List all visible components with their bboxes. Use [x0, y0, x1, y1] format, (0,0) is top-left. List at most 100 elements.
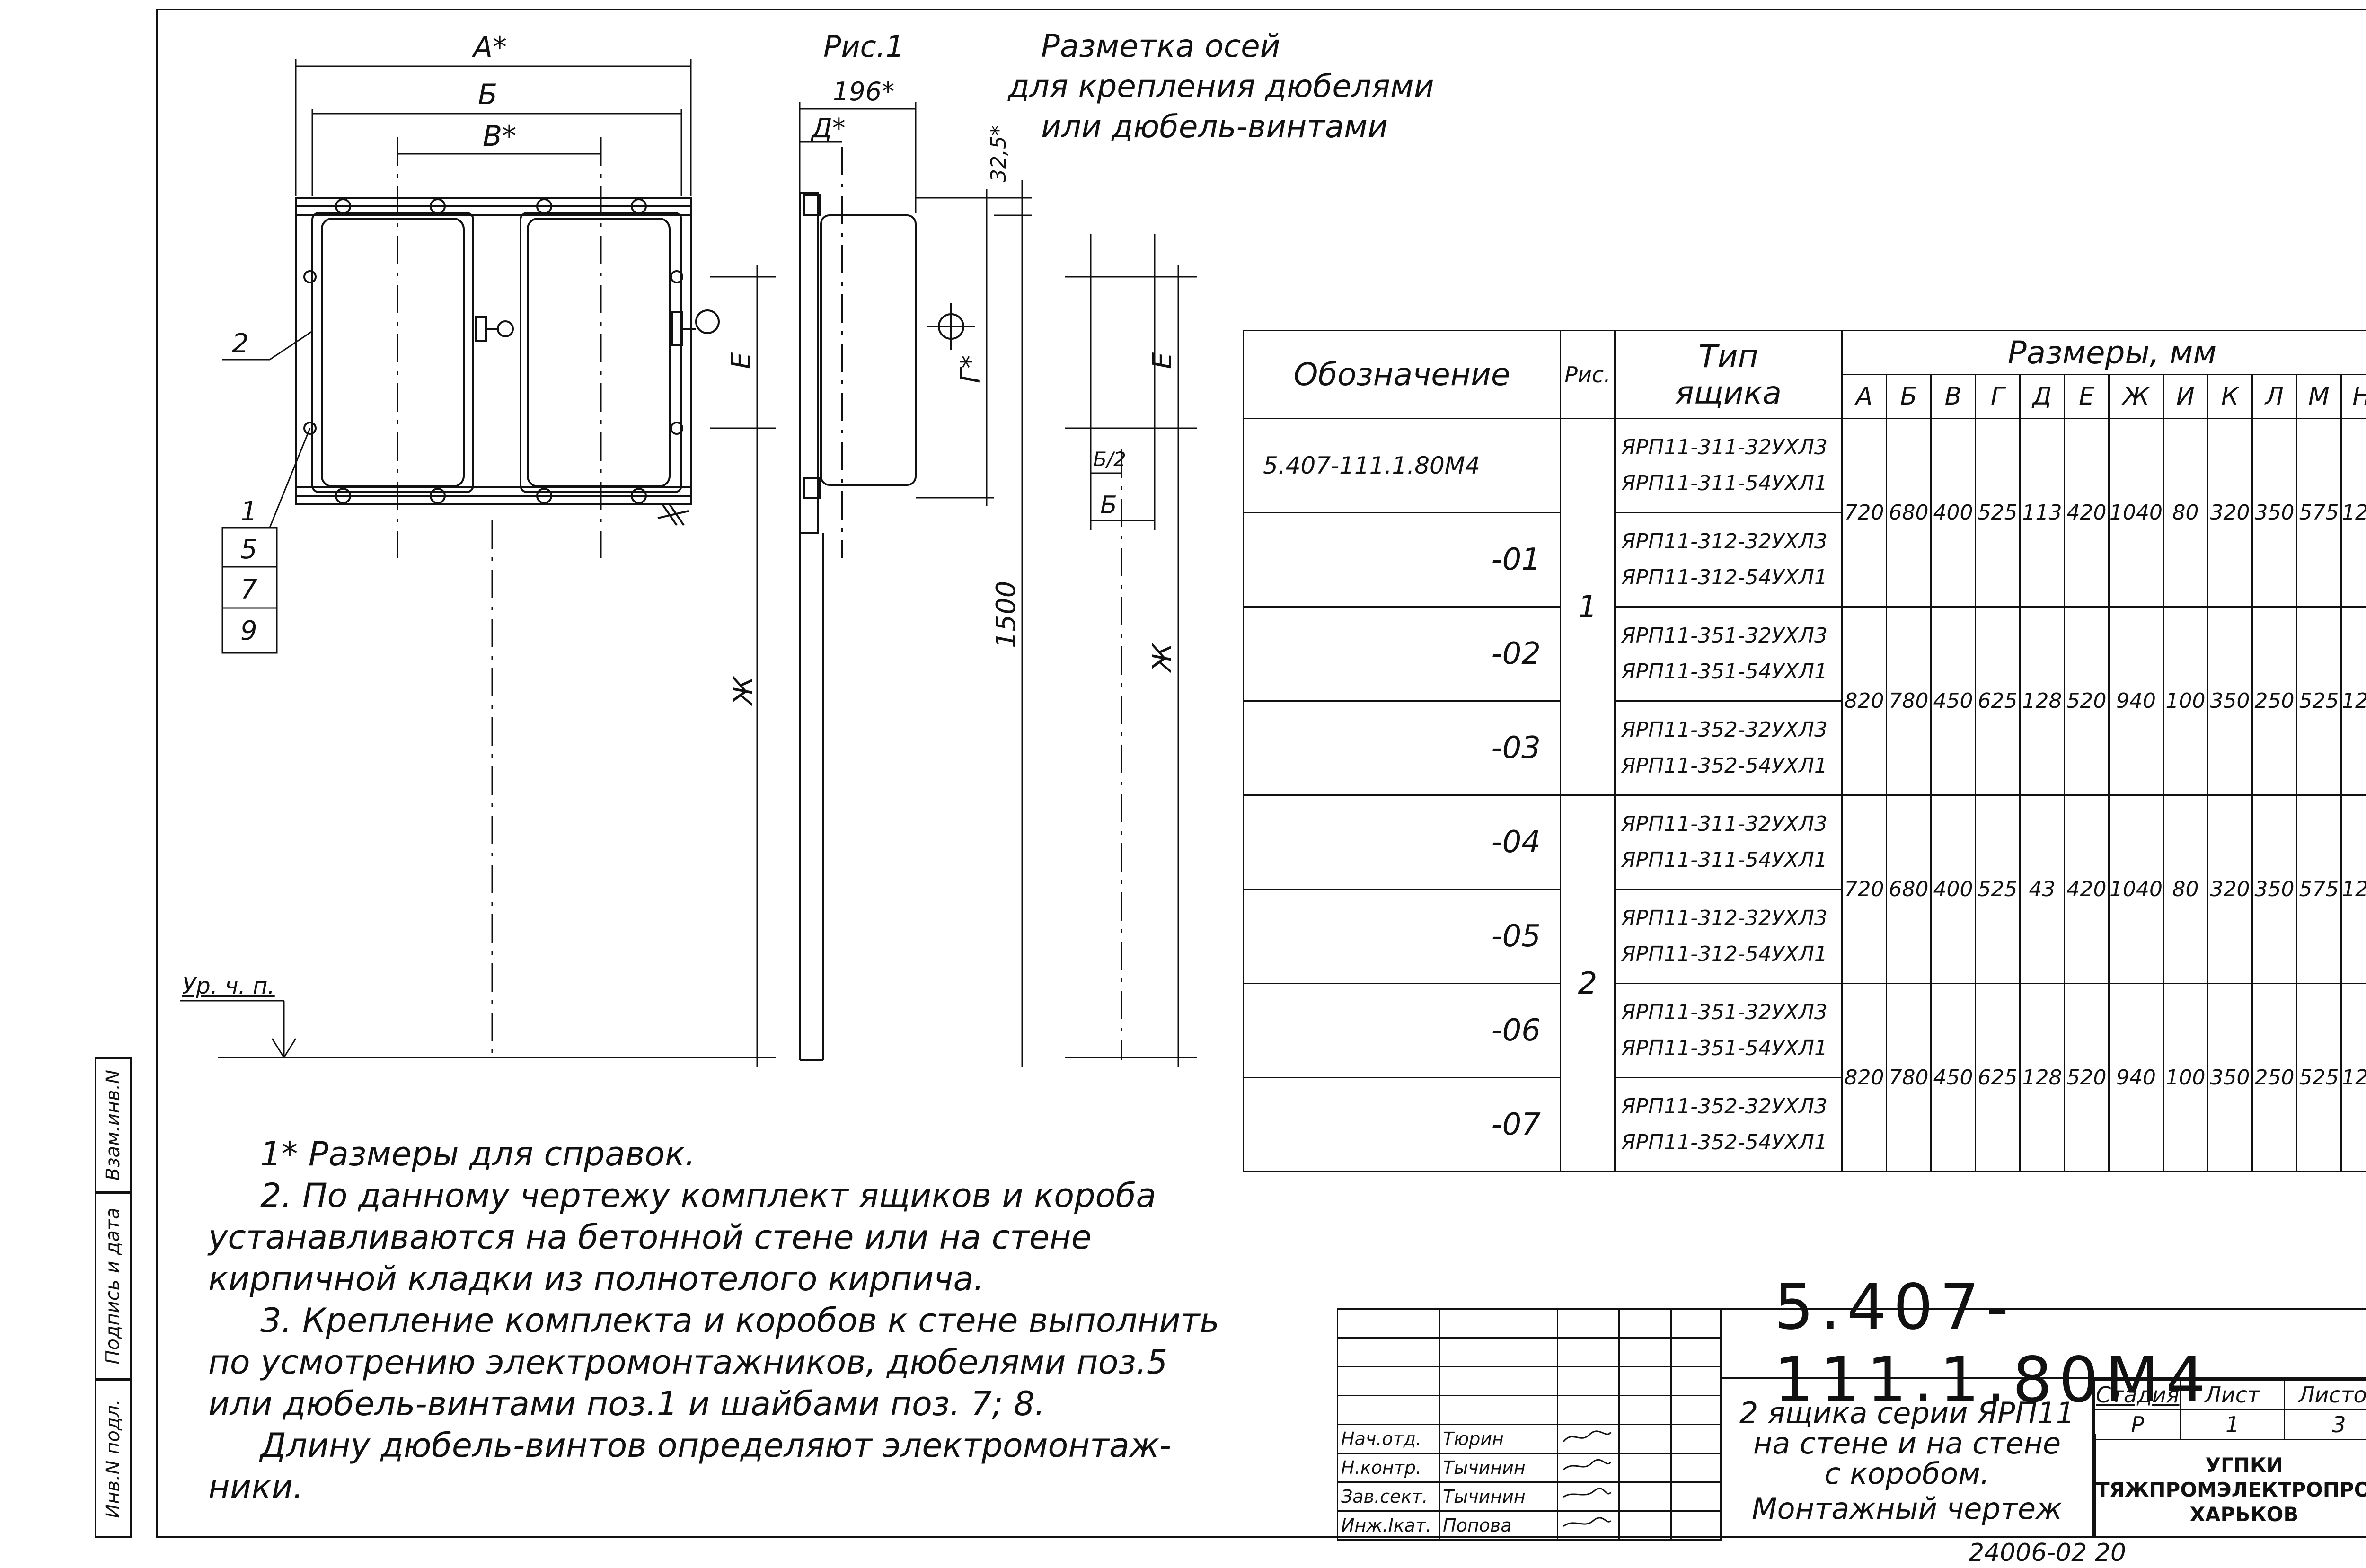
floor-level-label: Ур. ч. п. [182, 973, 275, 999]
size-letter: Г [1975, 374, 2021, 419]
size-value-cell: 520 [2064, 606, 2110, 796]
sheets-value: 3 [2283, 1409, 2366, 1440]
document-code: 5.407-111.1.80М4 [1720, 1271, 2366, 1417]
note-line: устанавливаются на бетонной стене или на… [208, 1218, 1092, 1257]
dim-zh-label: Ж [728, 675, 759, 706]
size-value-cell: 400 [1930, 418, 1976, 608]
size-value-cell: 575 [2295, 418, 2342, 608]
size-value-cell: 525 [2295, 983, 2342, 1172]
dim-b3-label: Б [1100, 491, 1117, 520]
size-value-cell: 120 [2340, 794, 2366, 984]
axes-marking-view [1065, 234, 1197, 1067]
dim-v-label: В* [483, 120, 516, 153]
size-letter: А [1841, 374, 1887, 419]
sheet-label: Лист [2180, 1379, 2285, 1410]
box-left [311, 212, 474, 493]
role: Инж.Iкат. [1337, 1510, 1440, 1541]
size-value-cell: 120 [2340, 418, 2366, 608]
note-line: 1* Размеры для справок. [260, 1135, 696, 1173]
rail-bolts [303, 198, 683, 504]
name: Тычинин [1439, 1481, 1558, 1512]
stamp-cell: Инв.N подл. [95, 1379, 132, 1538]
signature [1557, 1453, 1620, 1483]
note-line: Длину дюбель-винтов определяют электромо… [260, 1426, 1172, 1465]
designation-cell: -02 [1243, 606, 1561, 702]
size-value-cell: 100 [2162, 983, 2208, 1172]
size-letter: В [1930, 374, 1976, 419]
name: Тюрин [1439, 1424, 1558, 1454]
note-line: кирпичной кладки из полнотелого кирпича. [208, 1260, 984, 1298]
size-value-cell: 350 [2251, 418, 2297, 608]
title-block: Нач.отд.Тюрин Н.контр.Тычинин Зав.сект.Т… [1337, 1271, 2366, 1541]
dim-d-label: Д* [810, 113, 846, 144]
size-value-cell: 400 [1930, 794, 1976, 984]
signature [1557, 1481, 1620, 1512]
size-value-cell: 940 [2108, 983, 2164, 1172]
dim-196-label: 196* [833, 77, 894, 106]
callout-9: 9 [240, 616, 257, 646]
size-letter: Ж [2108, 374, 2164, 419]
size-value-cell: 450 [1930, 983, 1976, 1172]
sheets-label: Листов [2283, 1379, 2366, 1410]
size-value-cell: 80 [2162, 794, 2208, 984]
dim-g-label: Г* [955, 355, 986, 383]
callout-5: 5 [240, 534, 257, 565]
handle-right [671, 309, 720, 346]
figure-label: Рис.1 [823, 29, 904, 64]
size-value-cell: 350 [2207, 606, 2253, 796]
dim-e2-label: Е [1147, 352, 1178, 369]
archive-number: 24006-02 20 [1969, 1539, 2127, 1567]
size-letter: Л [2251, 374, 2297, 419]
figure-caption-3: или дюбель-винтами [1041, 108, 1388, 145]
col-designation: Обозначение [1243, 330, 1561, 419]
dimension-lines [180, 59, 776, 1067]
figure-caption-2: для крепления дюбелями [1007, 68, 1434, 105]
role: Зав.сект. [1337, 1481, 1440, 1512]
note-line: 2. По данному чертежу комплект ящиков и … [260, 1176, 1157, 1215]
size-value-cell: 128 [2019, 983, 2065, 1172]
size-value-cell: 113 [2019, 418, 2065, 608]
size-value-cell: 320 [2207, 418, 2253, 608]
size-value-cell: 780 [1886, 983, 1932, 1172]
designation-cell: 5.407-111.1.80М4 [1243, 418, 1561, 513]
size-value-cell: 1040 [2108, 418, 2164, 608]
general-notes: 1* Размеры для справок. 2. По данному че… [208, 1133, 1249, 1508]
designation-cell: -07 [1243, 1077, 1561, 1172]
role: Н.контр. [1337, 1453, 1440, 1483]
size-letter: Н [2340, 374, 2366, 419]
size-value-cell: 100 [2162, 606, 2208, 796]
size-value-cell: 350 [2207, 983, 2253, 1172]
designation-cell: -04 [1243, 794, 1561, 890]
role: Нач.отд. [1337, 1424, 1440, 1454]
size-letter: И [2162, 374, 2208, 419]
dim-b-label: Б [478, 78, 497, 111]
callout-2: 2 [232, 328, 249, 359]
size-value-cell: 720 [1841, 418, 1887, 608]
dim-b2-label: Б/2 [1093, 448, 1126, 471]
dim-zh2-label: Ж [1147, 642, 1178, 673]
note-line: 3. Крепление комплекта и коробов к стене… [260, 1301, 1219, 1340]
size-value-cell: 575 [2295, 794, 2342, 984]
stamp-cell: Взам.инв.N [95, 1057, 132, 1192]
size-value-cell: 80 [2162, 418, 2208, 608]
size-value-cell: 250 [2251, 983, 2297, 1172]
handle-left [475, 316, 514, 342]
stage-value: Р [2093, 1409, 2181, 1440]
size-letter: Б [1886, 374, 1932, 419]
size-value-cell: 120 [2340, 606, 2366, 796]
stage-sheet-table: Стадия Лист Листов Р 1 3 [2093, 1379, 2366, 1440]
size-value-cell: 320 [2207, 794, 2253, 984]
signature [1557, 1510, 1620, 1541]
size-value-cell: 525 [2295, 606, 2342, 796]
size-value-cell: 520 [2064, 983, 2110, 1172]
